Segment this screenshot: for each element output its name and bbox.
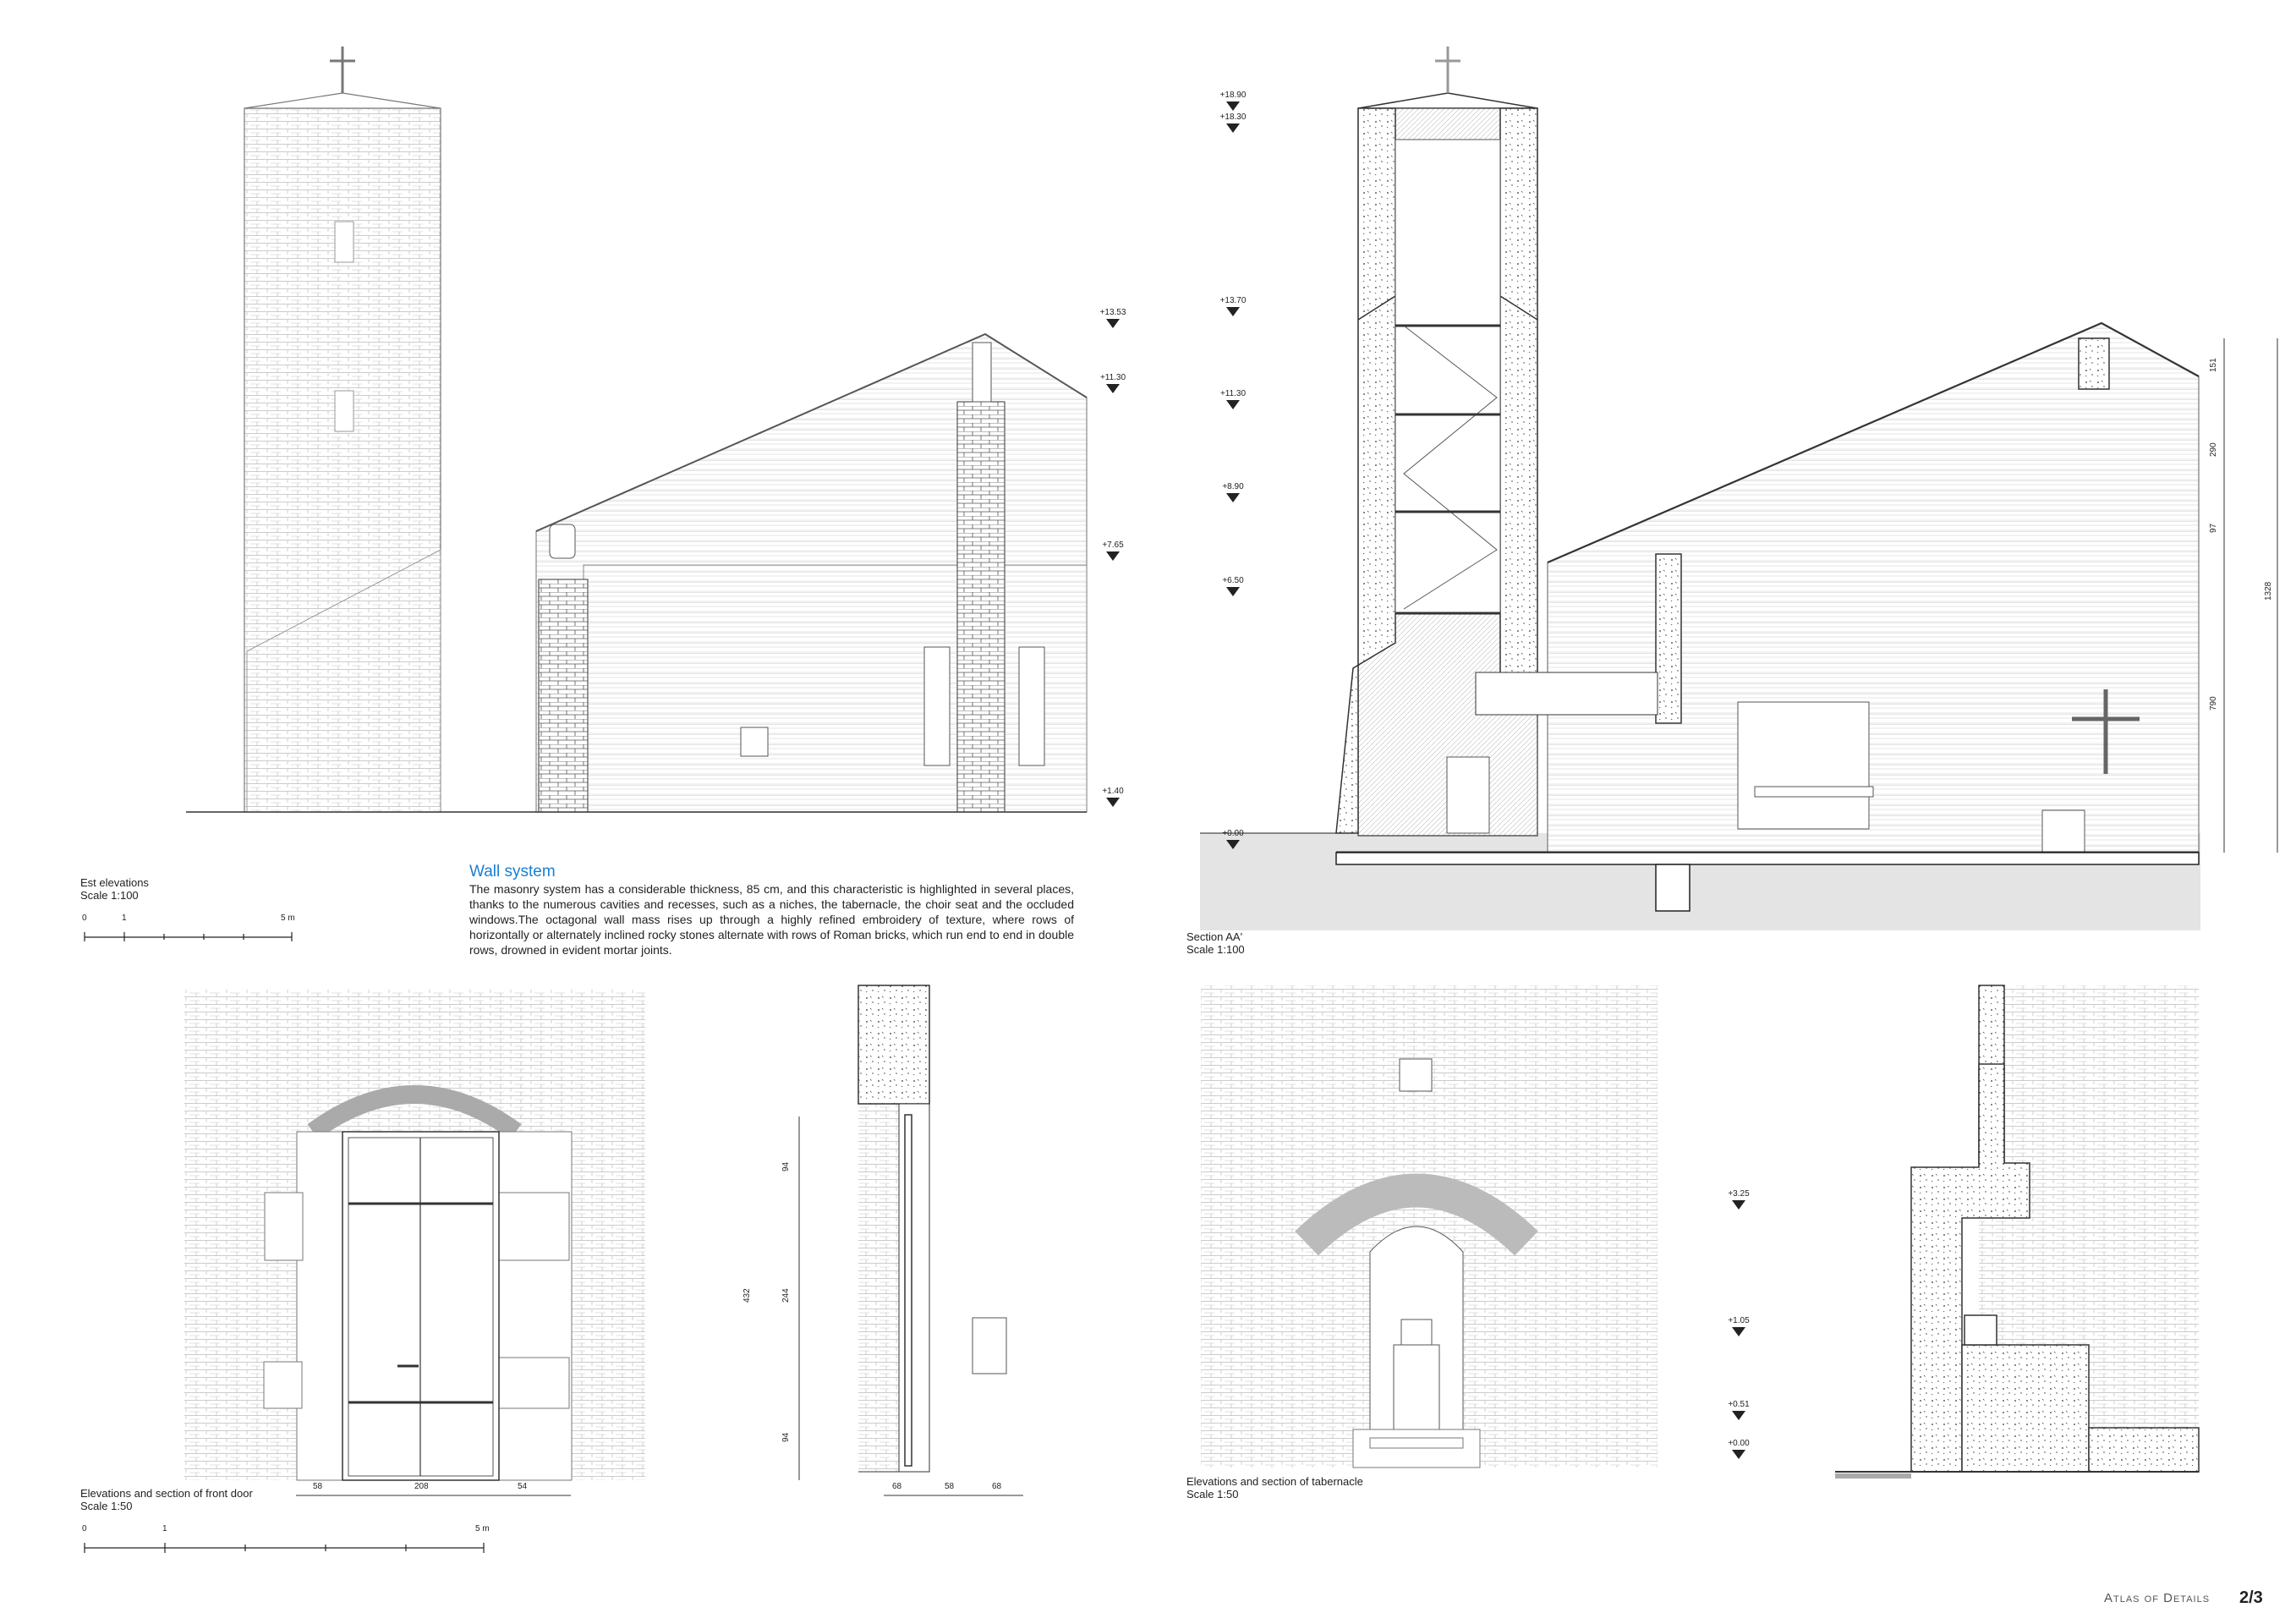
dimension-label: 94 [781,1161,791,1171]
level-label: +13.53 [1099,308,1126,317]
section-aa-drawing [1200,47,2278,930]
scalebar-label: 5 m [281,914,295,923]
caption-scale: Scale 1:50 [1186,1488,1239,1501]
caption-scale: Scale 1:100 [1186,943,1245,956]
caption-title: Est elevations [80,876,149,889]
level-label: +0.51 [1728,1400,1750,1409]
front-door-drawing [184,990,645,1496]
wall-system-block: Wall system The masonry system has a con… [469,863,1074,957]
level-marker: +1.05 [1722,1316,1756,1336]
level-marker: +18.30 [1216,112,1250,133]
level-label: +3.25 [1728,1189,1750,1199]
caption-title: Section AA' [1186,930,1243,943]
dimension-label: 68 [992,1482,1002,1491]
level-label: +8.90 [1222,482,1244,491]
level-marker: +7.65 [1096,540,1130,561]
dimension-label: 58 [313,1482,323,1491]
tabernacle-caption: Elevations and section of tabernacle Sca… [1186,1475,1363,1501]
level-label: +11.30 [1099,373,1126,382]
dimension-label: 244 [781,1288,791,1303]
level-label: +1.05 [1728,1316,1750,1325]
level-marker: +6.50 [1216,576,1250,596]
level-marker: +3.25 [1722,1189,1756,1210]
wall-system-title: Wall system [469,863,556,881]
level-marker: +13.53 [1096,308,1130,328]
dimension-label: 151 [2209,358,2218,372]
tabernacle-section-drawing [1835,985,2200,1479]
level-marker: +0.00 [1216,829,1250,849]
tabernacle-drawing [1201,985,1658,1468]
caption-title: Elevations and section of tabernacle [1186,1475,1363,1488]
level-label: +7.65 [1102,540,1124,550]
caption-title: Elevations and section of front door [80,1487,253,1500]
dimension-label: 94 [781,1432,791,1442]
level-marker: +8.90 [1216,482,1250,502]
scalebar-label: 5 m [475,1524,490,1533]
front-door-section-drawing [798,985,1023,1496]
front-door-caption: Elevations and section of front door Sca… [80,1487,253,1512]
scalebar-est-elevations [84,932,293,941]
level-label: +1.40 [1102,787,1124,796]
dimension-label: 432 [743,1288,752,1303]
level-label: +0.00 [1728,1439,1750,1448]
dimension-label: 68 [892,1482,902,1491]
section-aa-caption: Section AA' Scale 1:100 [1186,930,1245,956]
level-label: +11.30 [1219,389,1247,398]
est-elevation-drawing [186,47,1088,813]
dimension-label: 97 [2209,523,2218,533]
dimension-label: 1328 [2264,581,2273,601]
dimension-label: 54 [518,1482,528,1491]
level-marker: +11.30 [1096,373,1130,393]
page-number: 2/3 [2239,1588,2263,1607]
level-label: +18.90 [1219,91,1247,100]
caption-scale: Scale 1:100 [80,889,139,902]
level-marker: +1.40 [1096,787,1130,807]
dimension-label: 290 [2209,442,2218,457]
scalebar-label: 0 [82,914,87,923]
atlas-title: Atlas of Details [2104,1591,2211,1605]
level-marker: +11.30 [1216,389,1250,409]
level-label: +0.00 [1222,829,1244,838]
scalebar-front-door [84,1543,485,1553]
level-marker: +13.70 [1216,296,1250,316]
level-marker: +18.90 [1216,91,1250,111]
level-label: +18.30 [1219,112,1247,122]
dimension-label: 790 [2209,696,2218,710]
dimension-label: 58 [945,1482,955,1491]
level-label: +6.50 [1222,576,1244,585]
scalebar-label: 1 [122,914,127,923]
level-label: +13.70 [1219,296,1247,305]
scalebar-label: 1 [162,1524,167,1533]
dimension-label: 208 [414,1482,429,1491]
level-marker: +0.51 [1722,1400,1756,1420]
est-elevations-caption: Est elevations Scale 1:100 [80,876,149,902]
level-marker: +0.00 [1722,1439,1756,1459]
wall-system-body: The masonry system has a considerable th… [469,882,1074,957]
caption-scale: Scale 1:50 [80,1500,133,1512]
scalebar-label: 0 [82,1524,87,1533]
